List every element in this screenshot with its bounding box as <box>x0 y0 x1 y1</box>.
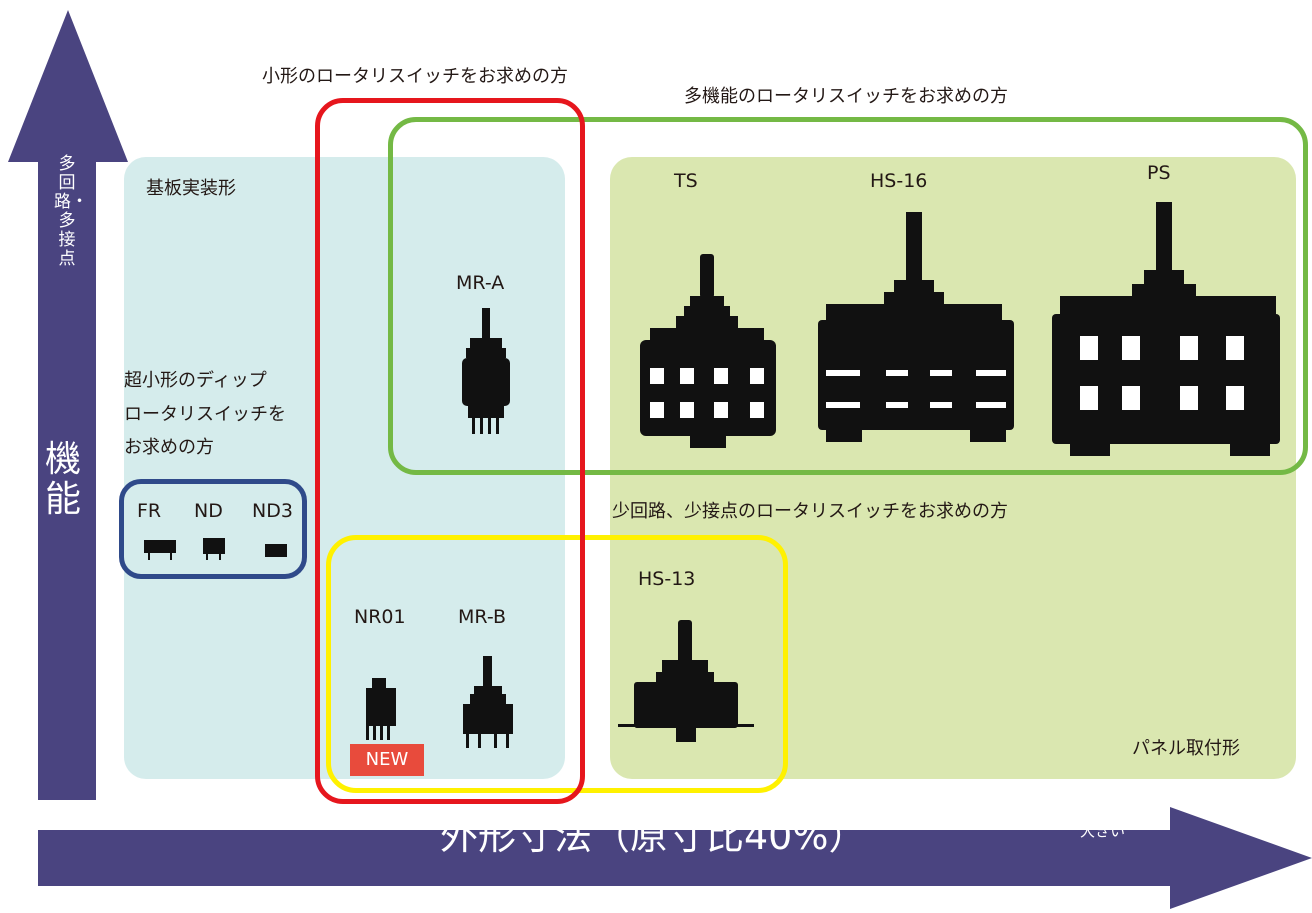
model-label-hs-16: HS-16 <box>870 170 928 192</box>
x-axis-arrow <box>38 807 1312 909</box>
ps-switch-image <box>1052 202 1280 456</box>
model-label-nd3: ND3 <box>252 500 293 522</box>
dip-group-caption-line2: ロータリスイッチを <box>124 404 286 425</box>
model-label-nr01: NR01 <box>354 606 406 628</box>
model-label-fr: FR <box>137 500 162 522</box>
model-label-hs-13: HS-13 <box>638 568 696 590</box>
mr-a-switch-image <box>462 308 510 434</box>
pcb-zone-label: 基板実装形 <box>146 178 236 199</box>
nd-switch-image <box>203 538 225 560</box>
hs-16-switch-image <box>818 212 1014 442</box>
dip-group-caption-line1: 超小形のディップ <box>124 370 267 391</box>
model-label-nd: ND <box>194 500 223 522</box>
multi-function-frame <box>388 117 1308 475</box>
y-axis-arrow <box>8 10 128 800</box>
model-label-mr-b: MR-B <box>458 606 507 628</box>
y-axis-label: 機能 <box>44 439 81 520</box>
nd3-switch-image <box>265 544 287 557</box>
small-size-frame <box>315 98 585 804</box>
multi-group-caption: 多機能のロータリスイッチをお求めの方 <box>684 86 1008 107</box>
mr-b-switch-image <box>463 656 513 748</box>
ts-switch-image <box>640 254 776 448</box>
y-axis-sub-label: 多回路・多接点 <box>54 154 88 269</box>
hs-13-switch-image <box>618 620 754 742</box>
panel-mount-zone <box>610 157 1296 779</box>
nr01-switch-image <box>366 678 396 740</box>
model-label-mr-a: MR-A <box>456 272 505 294</box>
x-axis-end-label: 大きい <box>1080 822 1126 840</box>
fr-switch-image <box>144 540 176 560</box>
panel-zone-label: パネル取付形 <box>1132 738 1240 759</box>
new-badge: NEW <box>350 744 424 776</box>
model-label-ts: TS <box>674 170 698 192</box>
small-group-caption: 小形のロータリスイッチをお求めの方 <box>262 66 568 87</box>
few-group-caption: 少回路、少接点のロータリスイッチをお求めの方 <box>612 501 1008 522</box>
dip-group-caption-line3: お求めの方 <box>124 437 214 458</box>
x-axis-label: 外形寸法（原寸比40%） <box>440 814 867 858</box>
dip-frame <box>119 479 307 579</box>
model-label-ps: PS <box>1147 162 1171 184</box>
